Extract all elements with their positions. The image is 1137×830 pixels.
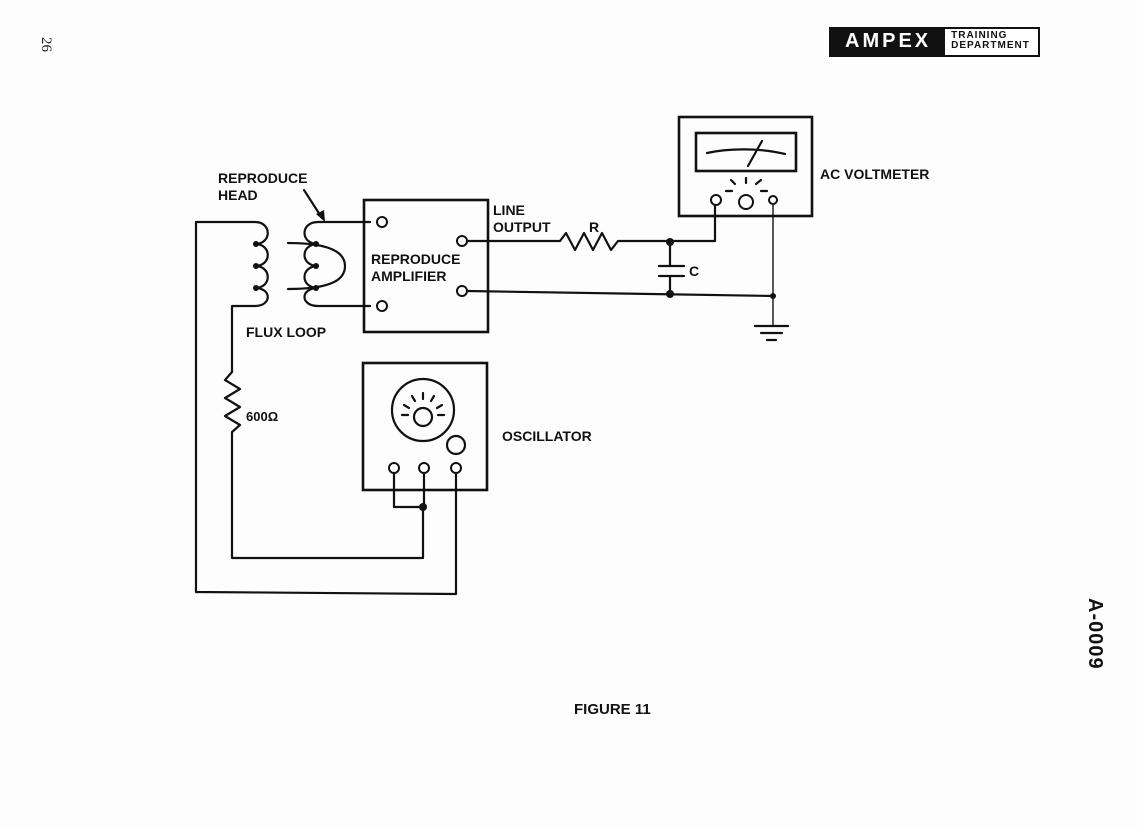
junction-dot xyxy=(419,503,427,511)
amplifier-output-terminal-2 xyxy=(456,285,468,297)
oscillator-bridge-wire xyxy=(392,471,425,509)
amplifier-input-terminal-1 xyxy=(376,216,388,228)
capacitor-c xyxy=(657,240,686,296)
document-code: A-0009 xyxy=(1084,598,1106,670)
voltmeter-terminal-ground xyxy=(768,195,778,205)
flux-loop-return-wire xyxy=(194,471,458,596)
resistor-r-label: R xyxy=(589,219,599,235)
amplifier-output-terminal-1 xyxy=(456,235,468,247)
flux-loop-coil xyxy=(194,220,269,592)
resistor-600-ohm xyxy=(223,370,425,560)
resistor-r xyxy=(558,231,672,252)
brand-department-line2: DEPARTMENT xyxy=(951,40,1030,51)
ac-voltmeter-label: AC VOLTMETER xyxy=(820,166,929,182)
flux-loop-label: FLUX LOOP xyxy=(246,324,326,340)
reproduce-amplifier-label-line1: REPRODUCE xyxy=(371,251,460,267)
capacitor-c-label: C xyxy=(689,263,699,279)
junction-dot xyxy=(666,290,674,298)
ampex-training-logo: AMPEX TRAINING DEPARTMENT xyxy=(829,27,1040,57)
figure-caption: FIGURE 11 xyxy=(574,701,651,718)
reproduce-head-label-line1: REPRODUCE xyxy=(218,170,307,186)
resistor-600-label: 600Ω xyxy=(246,409,278,424)
reproduce-amplifier-label-line2: AMPLIFIER xyxy=(371,268,446,284)
oscillator-label: OSCILLATOR xyxy=(502,428,592,444)
brand-department-line1: TRAINING xyxy=(951,30,1008,41)
line-output-label-line1: LINE xyxy=(493,202,525,218)
brand-name: AMPEX xyxy=(831,29,946,55)
line-output-label-line2: OUTPUT xyxy=(493,219,551,235)
oscillator-terminal-3 xyxy=(450,462,462,474)
ac-voltmeter xyxy=(677,115,814,218)
voltmeter-hot-wire xyxy=(668,203,717,243)
voltmeter-terminal-hot xyxy=(710,194,722,206)
reproduce-head-label-line2: HEAD xyxy=(218,187,258,203)
ground-symbol xyxy=(753,324,790,342)
ground-return-wire xyxy=(465,289,776,298)
amplifier-input-terminal-2 xyxy=(376,300,388,312)
reproduce-head-coil xyxy=(286,220,372,308)
brand-department: TRAINING DEPARTMENT xyxy=(945,29,1038,55)
oscillator xyxy=(361,361,489,492)
oscillator-terminal-1 xyxy=(388,462,400,474)
voltmeter-knob xyxy=(738,194,754,210)
reproduce-head-arrow xyxy=(302,188,325,222)
oscillator-terminal-2 xyxy=(418,462,430,474)
